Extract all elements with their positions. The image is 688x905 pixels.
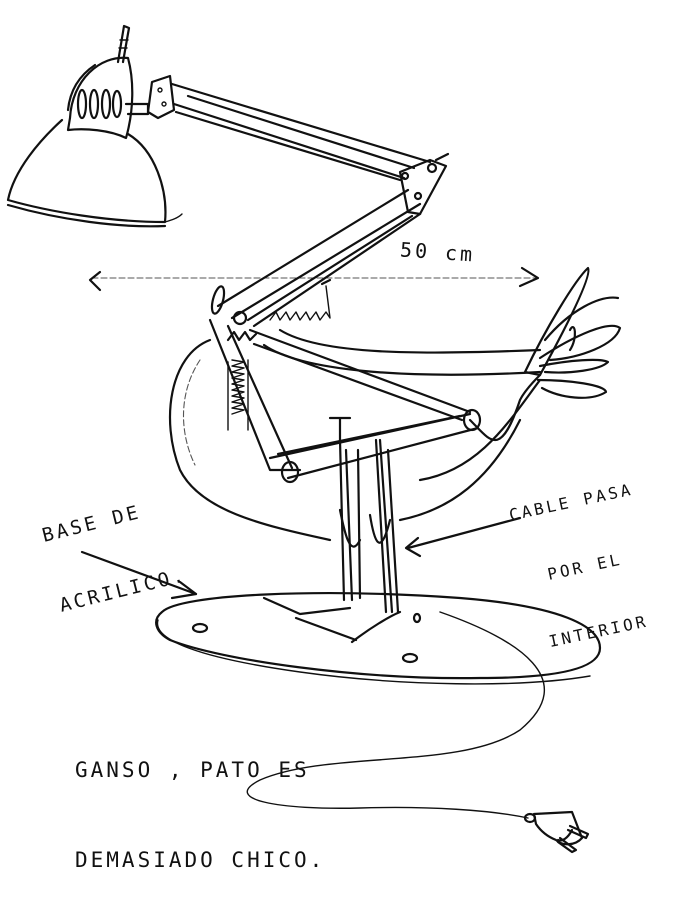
goose-tail <box>523 266 622 399</box>
cable-note-line-2: POR EL <box>545 549 624 584</box>
base-note-line-1: BASE DE <box>39 501 144 547</box>
support-legs <box>328 416 400 614</box>
cable-note-line-1: CABLE PASA <box>507 479 635 525</box>
elbow-joint <box>398 152 450 216</box>
power-cable <box>246 611 545 819</box>
base-note-line-2: ACRILICO. <box>57 563 189 617</box>
caption-note: GANSO , PATO ES DEMASIADO CHICO. <box>75 695 325 905</box>
lamp-sketch <box>6 24 622 854</box>
cable-note-line-3: INTERIOR <box>547 611 650 652</box>
dimension-label: 50 cm <box>399 237 476 267</box>
annotation-arrows <box>80 516 522 600</box>
plug <box>523 810 590 854</box>
acrylic-base <box>155 592 602 685</box>
lamp-shade <box>6 24 183 228</box>
upper-arm <box>146 74 432 182</box>
goose-body <box>168 328 542 542</box>
caption-line-2: DEMASIADO CHICO. <box>75 848 326 872</box>
caption-line-1: GANSO , PATO ES <box>75 758 310 782</box>
lower-arm <box>208 188 482 484</box>
